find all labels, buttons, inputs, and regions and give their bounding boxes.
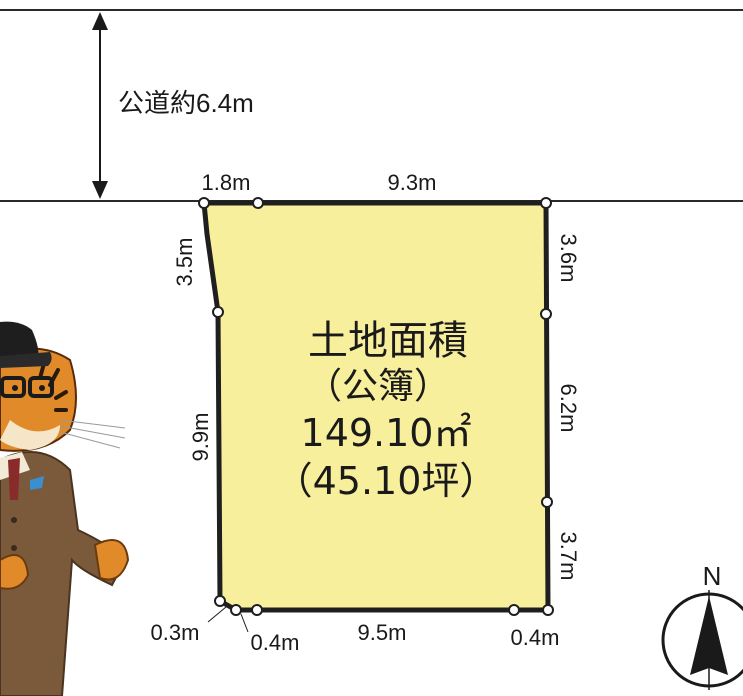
area-source: （公簿） xyxy=(306,366,450,407)
boundary-marker xyxy=(251,604,263,616)
boundary-marker xyxy=(540,308,552,320)
boundary-marker xyxy=(230,604,242,616)
dim-right-lower: 3.7m xyxy=(556,532,581,581)
area-sqm: 149.10㎡ xyxy=(301,411,472,455)
leader-line xyxy=(207,606,227,623)
boundary-marker xyxy=(541,496,553,508)
area-tsubo: （45.10坪） xyxy=(275,459,498,503)
compass-north-label: N xyxy=(703,561,722,591)
dim-left-lower: 9.9m xyxy=(188,413,213,462)
lot-boundary xyxy=(201,200,551,613)
dim-top: 9.3m xyxy=(388,170,437,195)
area-title: 土地面積 xyxy=(308,318,468,364)
dim-bottom: 9.5m xyxy=(358,620,407,645)
boundary-marker xyxy=(212,306,224,318)
boundary-marker xyxy=(542,604,554,616)
boundary-marker xyxy=(252,197,264,209)
dim-top-left: 1.8m xyxy=(202,170,251,195)
dim-bottom-left-1: 0.3m xyxy=(151,620,200,645)
tiger-mascot-icon xyxy=(0,321,130,696)
road-width-arrow xyxy=(92,12,108,199)
boundary-marker xyxy=(508,604,520,616)
dim-bottom-left-2: 0.4m xyxy=(251,630,300,655)
leader-line xyxy=(240,613,249,633)
boundary-markers xyxy=(198,197,554,616)
north-compass-icon xyxy=(661,590,743,690)
boundary-marker xyxy=(214,595,226,607)
dim-left-upper: 3.5m xyxy=(172,238,197,287)
boundary-marker xyxy=(198,197,210,209)
boundary-marker xyxy=(540,197,552,209)
road-width-label: 公道約6.4m xyxy=(118,88,254,118)
dim-bottom-right: 0.4m xyxy=(511,625,560,650)
dim-right-middle: 6.2m xyxy=(556,384,581,433)
dim-right-upper: 3.6m xyxy=(556,234,581,283)
